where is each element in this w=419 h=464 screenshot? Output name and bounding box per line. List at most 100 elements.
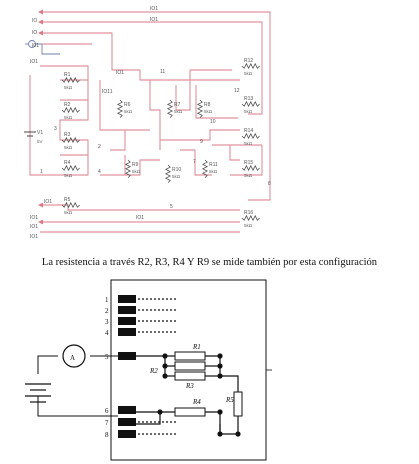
- net-label-i01: I01: [32, 43, 39, 49]
- figure-caption: La resistencia a través R2, R3, R4 Y R9 …: [41, 257, 378, 268]
- net-label-2: 2: [98, 144, 101, 150]
- net-label-11: 11: [160, 69, 165, 75]
- resistor-name-r2: R2: [64, 102, 71, 108]
- resistor-r5: R5 5kΩ: [61, 197, 80, 215]
- pin-block-4: [118, 328, 136, 336]
- resistor-r1: R1 5kΩ: [61, 72, 80, 90]
- resistor-value-r15: 5kΩ: [244, 173, 253, 178]
- resistor-zigzag: [201, 159, 209, 178]
- net-label-io-a: IO: [32, 18, 37, 24]
- resistor-value-r4: 5kΩ: [64, 173, 73, 178]
- pin-number-1: 1: [105, 296, 109, 304]
- resistor-name-r1: R1: [64, 72, 71, 78]
- resistor-name-r11: R11: [209, 162, 218, 168]
- resistor-value-r9: 5kΩ: [132, 169, 141, 174]
- resistor-value-r3: 5kΩ: [64, 145, 73, 150]
- net-label-1: 1: [40, 169, 43, 175]
- resistor-zigzag: [196, 99, 204, 118]
- net-label-io-b: IO: [32, 30, 37, 36]
- net-label-4: 4: [98, 169, 101, 175]
- resistor-name-r5: R5: [64, 197, 71, 203]
- resistor-name-r13: R13: [244, 96, 253, 102]
- pin-block-3: [118, 317, 136, 325]
- pin-block-2: [118, 306, 136, 314]
- resistor-zigzag: [241, 214, 260, 222]
- resistor-zigzag: [241, 164, 260, 172]
- resistor-value-r2: 5kΩ: [64, 115, 73, 120]
- pin-number-3: 3: [105, 318, 109, 326]
- net-label-io1-b4: IO1: [30, 224, 38, 230]
- pin-number-5: 5: [105, 353, 109, 361]
- pin-block-7: [118, 418, 136, 426]
- net-label-7: 7: [193, 159, 196, 165]
- ammeter-label: A: [70, 354, 75, 362]
- resistor-value-r1: 5kΩ: [64, 85, 73, 90]
- resistor-value-r12: 5kΩ: [244, 71, 253, 76]
- resistor-name-r8: R8: [204, 102, 211, 108]
- resistor-zigzag: [61, 201, 80, 209]
- resistor-name-r7: R7: [174, 102, 181, 108]
- resistor-bodies: [174, 351, 243, 417]
- net-label-io11: IO11: [102, 89, 113, 95]
- net-label-io1-mid: IO1: [116, 70, 124, 76]
- label-r1: R1: [192, 343, 201, 351]
- resistor-r4-body: [174, 407, 206, 417]
- net-label-5: 5: [170, 204, 173, 210]
- pin-number-7: 7: [105, 419, 109, 427]
- resistor-value-r7: 5kΩ: [174, 109, 183, 114]
- resistor-value-r5: 5kΩ: [64, 210, 73, 215]
- schematic-wires: [29, 11, 271, 233]
- resistor-name-r3: R3: [64, 132, 71, 138]
- pin-block-6: [118, 406, 136, 414]
- resistor-zigzag: [61, 106, 80, 114]
- label-r4: R4: [192, 398, 201, 406]
- resistor-r15: R15 5kΩ: [241, 160, 260, 178]
- label-r3: R3: [185, 382, 194, 390]
- resistor-value-r6: 5kΩ: [124, 109, 133, 114]
- pin-block-1: [118, 295, 136, 303]
- resistor-zigzag: [116, 99, 124, 118]
- resistor-r13: R13 5kΩ: [241, 96, 260, 114]
- resistor-name-r15: R15: [244, 160, 253, 166]
- resistor-name-r16: R16: [244, 210, 253, 216]
- resistor-zigzag: [241, 132, 260, 140]
- resistor-r1-body: [174, 351, 206, 361]
- pin-number-4: 4: [105, 329, 109, 337]
- circuit-schematic: IO1 IO1 IO IO I01 IO1 IO1 IO11 11 12 10 …: [24, 6, 271, 240]
- net-label-9: 9: [200, 139, 203, 145]
- resistor-zigzag: [61, 136, 80, 144]
- label-r5: R5: [225, 396, 234, 404]
- net-label-io1-second: IO1: [150, 17, 158, 23]
- net-label-10: 10: [210, 119, 216, 125]
- resistor-value-r13: 5kΩ: [244, 109, 253, 114]
- ground-symbol: [25, 40, 36, 48]
- pin-number-2: 2: [105, 307, 109, 315]
- label-r2: R2: [149, 367, 158, 375]
- resistor-zigzag: [61, 164, 80, 172]
- resistor-r3-body: [174, 371, 206, 381]
- resistor-value-r14: 5kΩ: [244, 141, 253, 146]
- resistor-zigzag: [166, 99, 174, 118]
- pin-blocks: [118, 295, 136, 438]
- resistor-value-r11: 5kΩ: [209, 169, 218, 174]
- resistor-name-r12: R12: [244, 58, 253, 64]
- net-label-io1-top: IO1: [150, 6, 158, 12]
- resistor-name-r14: R14: [244, 128, 253, 134]
- resistor-value-r10: 5kΩ: [172, 174, 181, 179]
- resistor-zigzag: [241, 62, 260, 70]
- junction-dots: [157, 353, 241, 437]
- resistor-name-r10: R10: [172, 167, 181, 173]
- resistor-zigzag: [241, 100, 260, 108]
- schematic-arrows: [38, 9, 43, 225]
- ammeter: A: [62, 344, 86, 368]
- resistor-r14: R14 5kΩ: [241, 128, 260, 146]
- net-label-io1-b2: IO1: [30, 215, 38, 221]
